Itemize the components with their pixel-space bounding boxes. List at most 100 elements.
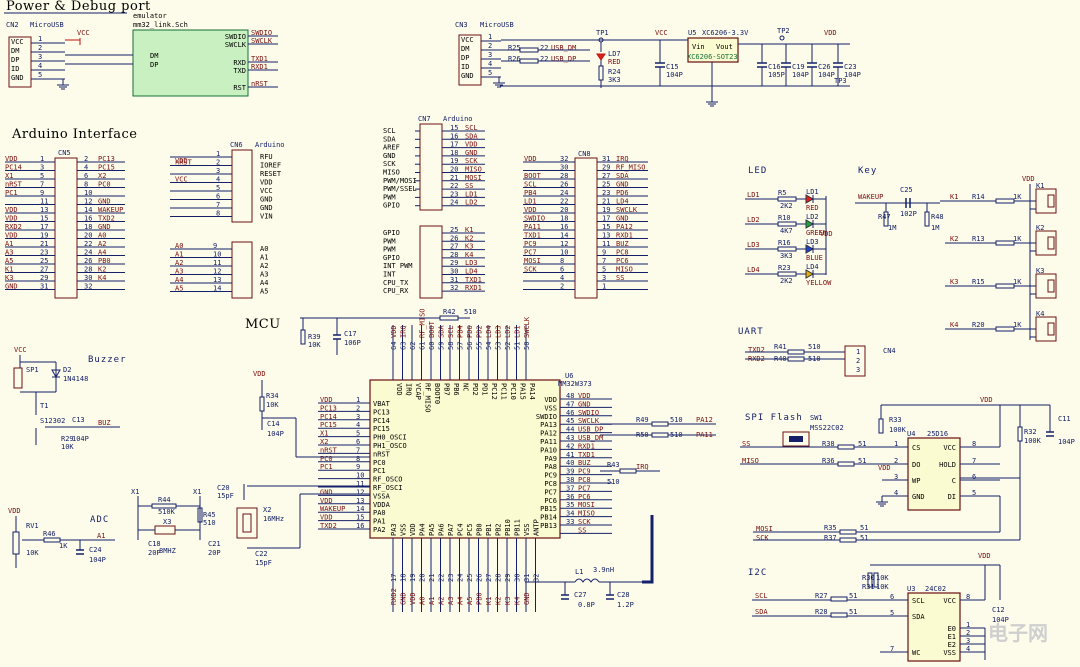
mcu-net: A4 [457,597,465,605]
svg-text:D2: D2 [63,366,71,374]
cn6-pin-number: 1 [216,150,220,158]
cn5-pin-number: 11 [40,198,48,206]
mcu-net: BUZ [578,459,591,467]
cn6-pin-number: 3 [216,167,220,175]
key-switch-ref: K4 [1036,310,1044,318]
cn6-pin-number: 9 [213,242,217,250]
svg-text:VDD: VDD [878,464,891,472]
buzzer-block: VCC SP1 D2 1N4148 T1 S12302 C13 104P R29… [13,346,120,451]
svg-text:VCC: VCC [655,29,668,37]
cn8-net: SCK [524,266,537,274]
key-resistor [995,240,1015,246]
power-debug-title: Power & Debug port [6,0,151,14]
u4-pin-name: HOLD [939,461,956,469]
led-diode [805,244,815,254]
u3-pin-number: 7 [890,645,894,653]
mcu-pin-number: 51 [514,342,522,350]
mcu-pin-name: RF_MISO [424,383,432,413]
mcu-pin-number: 50 [523,342,531,350]
svg-text:L1: L1 [575,568,583,576]
cn7-pin-number: 15 [450,124,458,132]
svg-text:C14: C14 [267,420,280,428]
cn8-net: GND [616,181,629,189]
svg-text:CN2: CN2 [6,21,19,29]
cn8-net: SS [616,274,624,282]
mcu-net: X2 [320,438,328,446]
cn5-net: GND [5,283,18,291]
mcu-net: VDD [320,514,333,522]
led-resistor-ref: R16 [778,239,791,247]
cn7-net: SDA [465,132,478,140]
key-resistor [995,198,1015,204]
cn8-pin-number: 20 [560,206,568,214]
svg-text:R41: R41 [774,343,787,351]
cn7-pin-label: CPU_RX [383,287,409,295]
cn7-net: GND [465,149,478,157]
emulator-net: SWCLK [251,37,273,45]
led-net: LD1 [747,191,760,199]
cn7-pin-number: 30 [450,268,458,276]
led-resistor-value: 2K2 [780,202,793,210]
adc-block: VDD RV1 10K R46 1K A1 C24 104P [8,507,115,568]
led-resistor [777,246,797,252]
u4-pin-number: 4 [894,489,898,497]
cn6-net: A2 [175,259,183,267]
svg-text:R37: R37 [824,534,837,542]
cn6-pin-number: 2 [216,159,220,167]
mcu-net: K4 [514,597,522,605]
mcu-net: RXD2 [390,588,398,605]
svg-text:R47: R47 [878,213,891,221]
mcu-pin-name: PC0 [373,459,386,467]
svg-text:USB_DM: USB_DM [551,44,576,52]
led-resistor-ref: R23 [778,264,791,272]
cn6-net: A5 [175,285,183,293]
mcu-net: USB_DP [578,426,603,434]
svg-text:VDD: VDD [253,370,266,378]
cn7-pin-label: GPIO [383,254,400,262]
cn8-pin-number: 27 [602,172,610,180]
mcu-net: X1 [320,430,328,438]
mcu-net: SWCLK [523,316,531,338]
svg-text:51: 51 [860,524,868,532]
svg-text:1K: 1K [59,542,68,550]
u3-pin-name: E0 [948,625,956,633]
svg-text:R49: R49 [636,416,649,424]
led-section-label: LED [748,166,767,176]
svg-text:X1: X1 [193,488,201,496]
key-net: K4 [950,321,958,329]
svg-text:104P: 104P [267,430,284,438]
cn5-net: VDD [5,232,18,240]
mcu-pin-name: VBAT [373,400,391,408]
cn5-net: WAKEUP [98,206,123,214]
cn5-pin-number: 1 [40,155,44,163]
uart-section-label: UART [738,327,764,337]
mcu-pin-number: 8 [356,455,360,463]
mcu-net: SWDIO [578,409,599,417]
svg-text:SCK: SCK [756,534,769,542]
cn6-pin-number: 8 [216,210,220,218]
cn6-pin-number: 11 [213,259,221,267]
svg-text:10K: 10K [61,443,74,451]
svg-text:10K: 10K [26,549,39,557]
cn7-pin-number: 25 [450,226,458,234]
svg-text:PA11: PA11 [696,431,713,439]
svg-text:24C02: 24C02 [925,585,946,593]
u4-pin-number: 6 [972,473,976,481]
svg-text:U3: U3 [907,585,915,593]
mcu-net: SDA [438,325,446,338]
cn7-pin-number: 20 [450,166,458,174]
mcu-pin-number: 52 [504,342,512,350]
cn7-pin-label: GND [383,152,396,160]
cn6-net: VCC [175,176,188,184]
svg-text:510K: 510K [158,508,176,516]
mcu-pin-name: PB14 [540,514,557,522]
u3-pin-number: 6 [890,593,894,601]
buzzer-section-label: Buzzer [88,355,127,365]
mcu-net: SS [578,526,586,534]
cn7-net: SCK [465,157,478,165]
cn8-pin-number: 12 [560,240,568,248]
watermark-text: 电子网 [988,621,1048,645]
svg-text:XC6206-SOT23: XC6206-SOT23 [687,53,738,61]
cn8-pin-number: 9 [602,249,606,257]
